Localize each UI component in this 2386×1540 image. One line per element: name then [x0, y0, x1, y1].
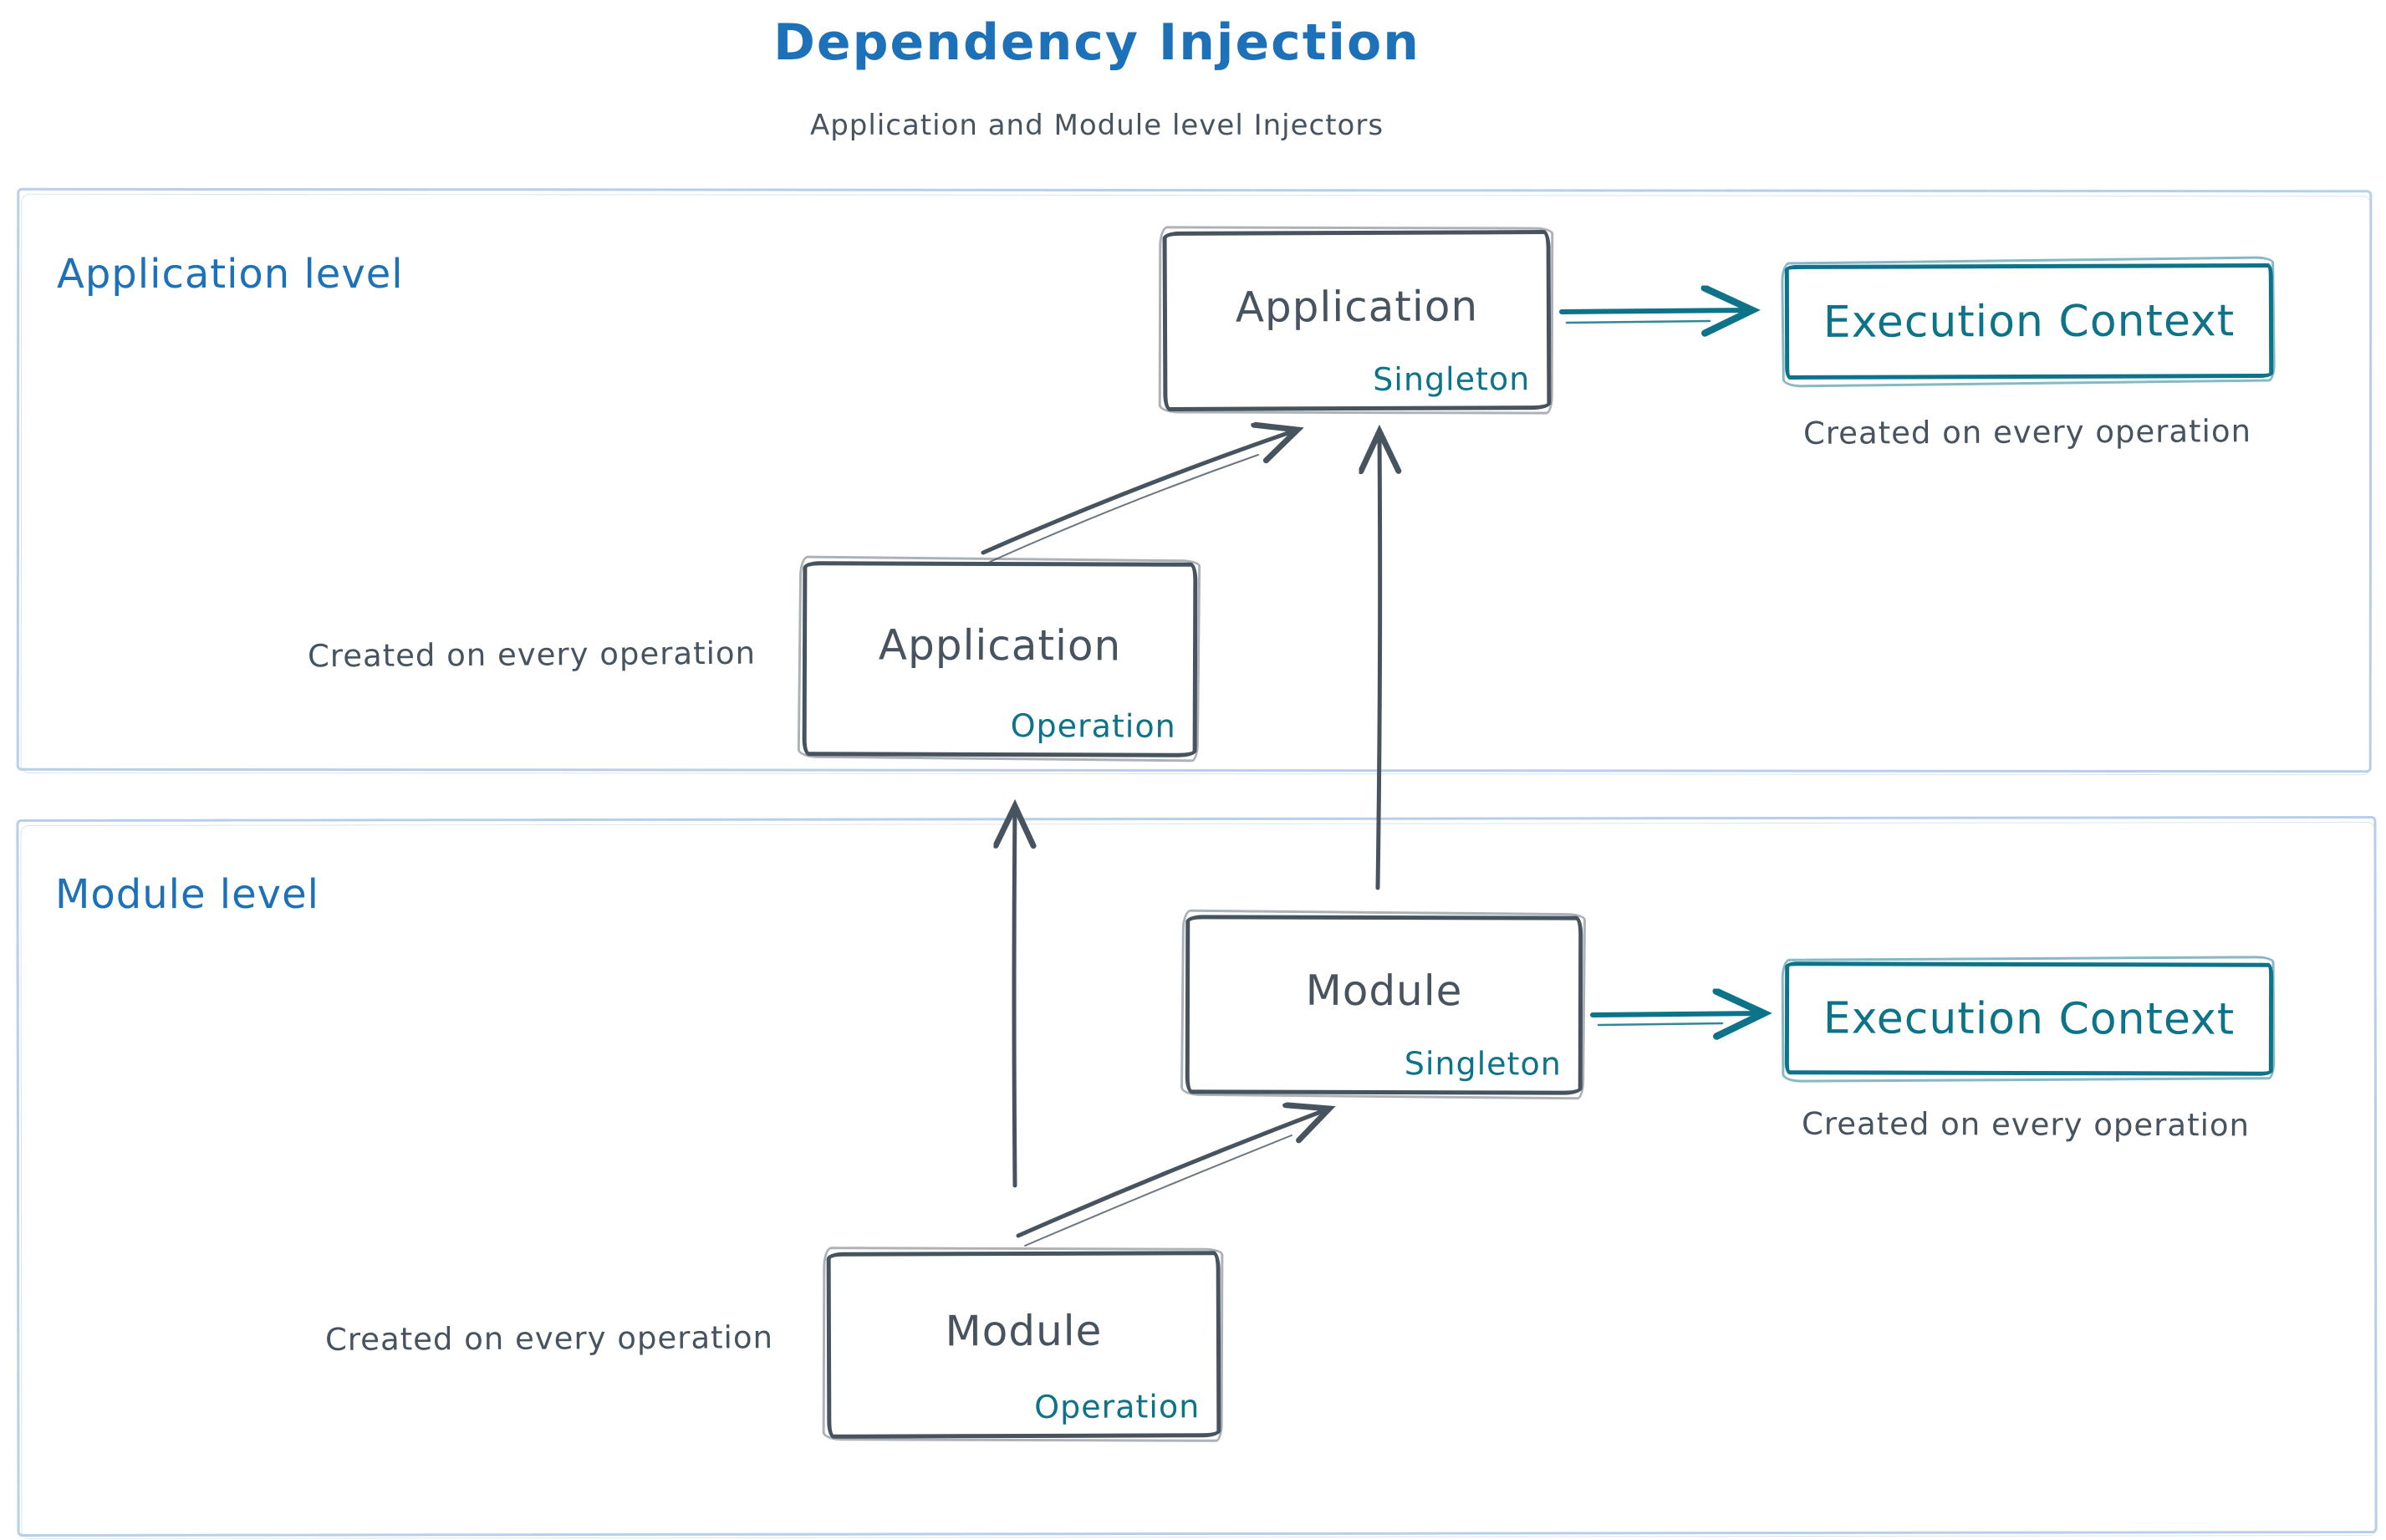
node-scope-label: Singleton [1404, 1045, 1562, 1083]
node-module-singleton: Module Singleton [1185, 915, 1583, 1095]
caption-created-on-every-operation: Created on every operation [1801, 1105, 2251, 1144]
node-scope-label: Operation [1010, 707, 1176, 745]
node-label: Application [1235, 281, 1479, 332]
caption-created-on-every-operation: Created on every operation [307, 635, 757, 675]
node-execution-context-application: Execution Context [1784, 263, 2274, 380]
node-module-operation: Module Operation [826, 1251, 1221, 1439]
caption-created-on-every-operation: Created on every operation [1802, 413, 2252, 451]
diagram-subtitle: Application and Module level Injectors [809, 109, 1384, 142]
caption-created-on-every-operation: Created on every operation [324, 1319, 774, 1358]
node-label: Application [878, 620, 1122, 671]
section-label-application-level: Application level [57, 251, 404, 298]
node-application-operation: Application Operation [802, 561, 1198, 757]
node-execution-context-module: Execution Context [1784, 961, 2274, 1076]
node-label: Execution Context [1823, 295, 2236, 348]
section-label-module-level: Module level [55, 871, 319, 918]
node-label: Module [1305, 966, 1463, 1016]
diagram-title: Dependency Injection [773, 13, 1420, 72]
node-label: Module [945, 1306, 1103, 1355]
node-scope-label: Singleton [1373, 360, 1531, 398]
node-label: Execution Context [1823, 992, 2236, 1045]
node-application-singleton: Application Singleton [1162, 229, 1552, 412]
node-scope-label: Operation [1034, 1388, 1201, 1425]
